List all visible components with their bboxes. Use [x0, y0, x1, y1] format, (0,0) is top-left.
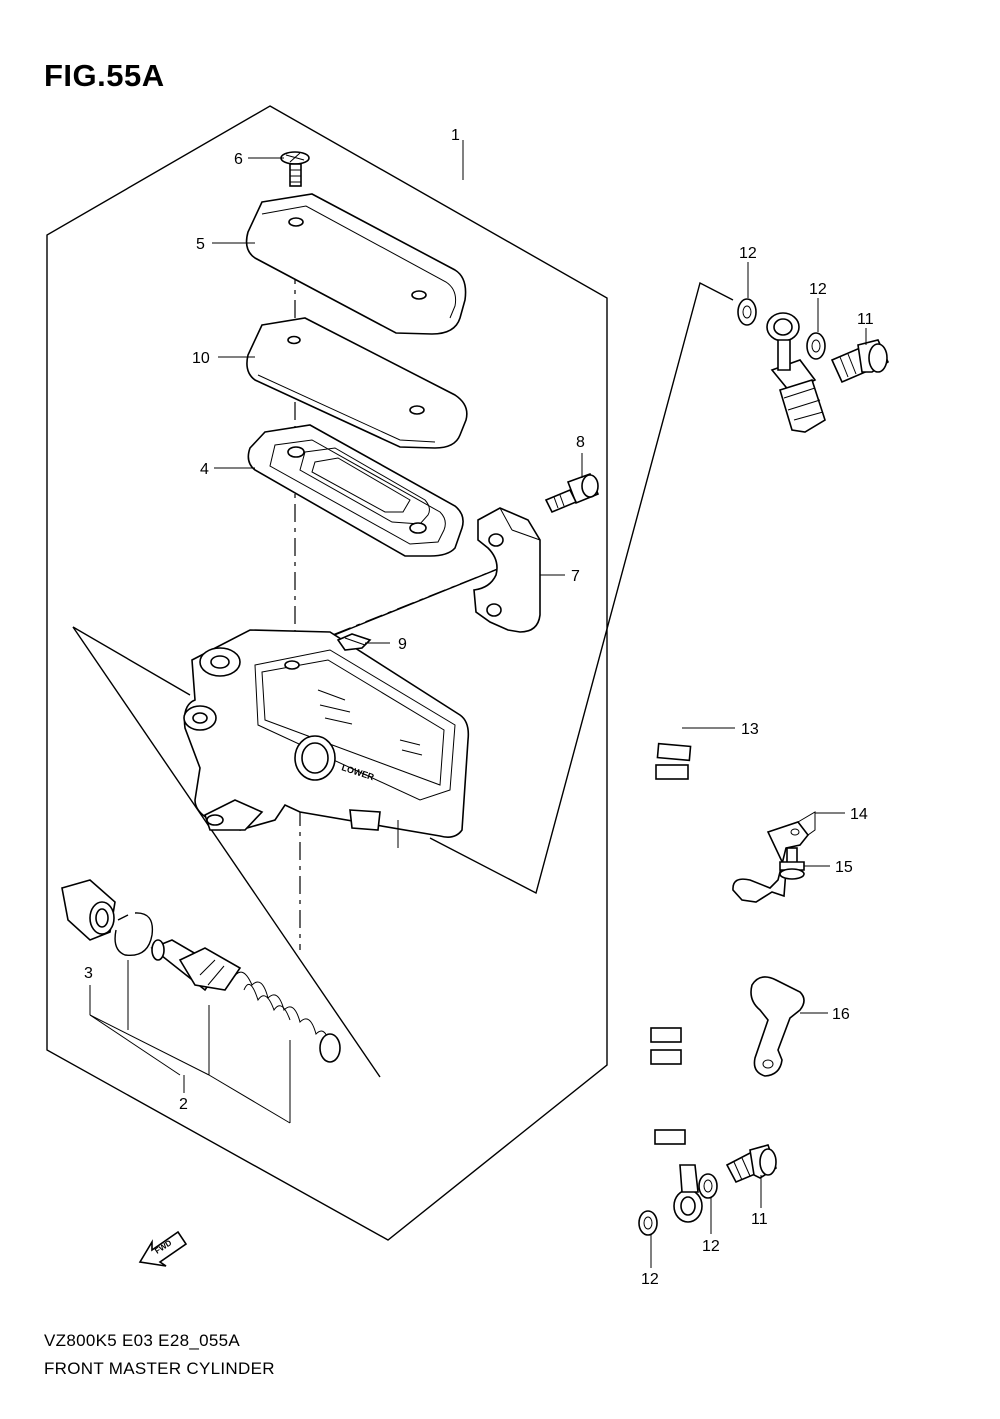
- bracket-bolt-part: [779, 847, 805, 880]
- clamp-bolt-part: [544, 472, 600, 514]
- callout-6: 6: [234, 151, 243, 168]
- callout-1: 1: [451, 127, 460, 144]
- piston-spring-part: [150, 939, 341, 1063]
- diaphragm-part: [247, 424, 464, 557]
- master-cylinder-body-part: LOWER: [183, 629, 470, 848]
- hose-bracket-part: [732, 811, 816, 903]
- callout-11a: 11: [857, 311, 874, 328]
- callout-8: 8: [576, 434, 585, 451]
- union-bolt-part: [725, 1144, 777, 1184]
- callout-7: 7: [571, 568, 580, 585]
- callout-12c: 12: [702, 1238, 720, 1255]
- union-bolt-part: [830, 339, 890, 384]
- diagram-code: VZ800K5 E03 E28_055A: [44, 1331, 240, 1350]
- washer-part: [698, 1173, 718, 1199]
- callout-15: 15: [835, 859, 853, 876]
- piston-boot-part: [61, 879, 116, 941]
- callout-2: 2: [179, 1096, 188, 1113]
- diaphragm-plate-part: [246, 317, 468, 449]
- callout-16: 16: [832, 1006, 850, 1023]
- reservoir-cap-part: [245, 193, 467, 335]
- figure-title: FIG.55A: [44, 58, 165, 93]
- handlebar-clamp-part: [473, 507, 541, 633]
- callout-12a: 12: [739, 245, 757, 262]
- subassembly-outline: [72, 626, 381, 1078]
- washer-part: [737, 298, 757, 326]
- leader-lines: [183, 140, 867, 1268]
- brake-hose-part: [650, 312, 834, 1223]
- callout-13: 13: [741, 721, 759, 738]
- screw-part: [280, 151, 310, 187]
- hose-clamp-part: [750, 976, 805, 1077]
- callout-9: 9: [398, 636, 407, 653]
- callout-12b: 12: [809, 281, 827, 298]
- washer-part: [806, 332, 826, 360]
- callout-3: 3: [84, 965, 93, 982]
- callout-5: 5: [196, 236, 205, 253]
- diagram-name: FRONT MASTER CYLINDER: [44, 1359, 275, 1378]
- circlip-part: [114, 912, 154, 957]
- assembly-outline: [46, 105, 608, 1241]
- callout-12d: 12: [641, 1271, 659, 1288]
- washer-part: [638, 1210, 658, 1236]
- fwd-arrow-icon: FWD: [138, 1230, 188, 1267]
- callout-11b: 11: [751, 1211, 768, 1228]
- callout-14: 14: [850, 806, 868, 823]
- callout-bracket: [89, 960, 291, 1124]
- clip-part: [336, 633, 372, 651]
- callout-4: 4: [200, 461, 209, 478]
- callout-10: 10: [192, 350, 210, 367]
